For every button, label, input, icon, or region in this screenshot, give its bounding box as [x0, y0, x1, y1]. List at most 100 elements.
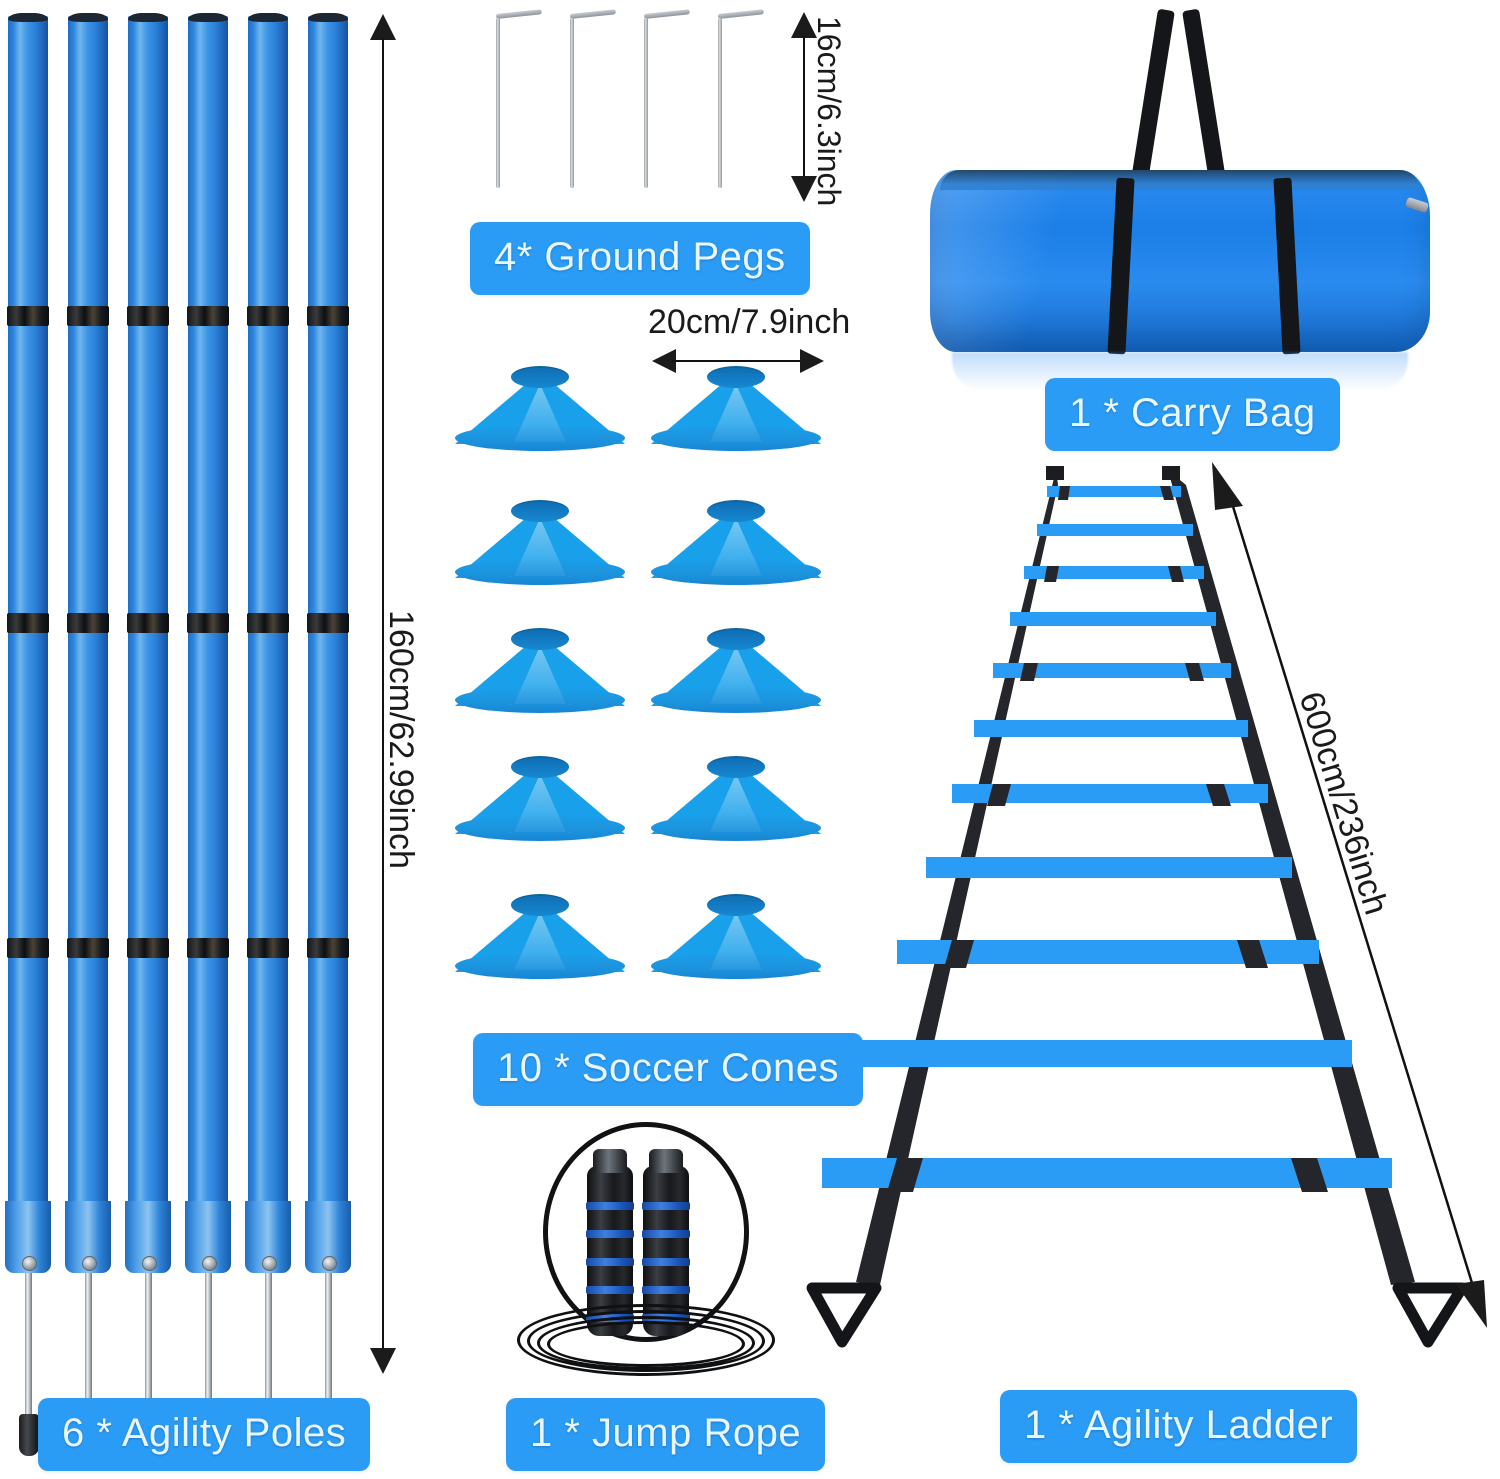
pole-joint-band [187, 938, 229, 958]
pole-joint-band [7, 613, 49, 633]
ladder-rung [993, 663, 1231, 678]
peg-stem [644, 18, 648, 188]
ladder-rail-top-tab [1162, 466, 1180, 480]
ladder-rail-top-tab [1046, 466, 1064, 480]
label-soccer-cones: 10 * Soccer Cones [473, 1033, 864, 1106]
pole-cap-icon [68, 13, 108, 22]
pole-cap-icon [188, 13, 228, 22]
agility-pole [65, 13, 111, 1456]
carry-bag-opening [940, 170, 1420, 190]
jump-rope-coil [527, 1310, 765, 1372]
pole-cap-icon [128, 13, 168, 22]
label-carry-bag: 1 * Carry Bag [1045, 378, 1340, 451]
ladder-d-ring [806, 1282, 882, 1348]
carry-bag-zipper-icon [1404, 196, 1430, 214]
ladder-rung [974, 720, 1248, 737]
pole-spike [145, 1273, 152, 1433]
cone-dimension-label: 20cm/7.9inch [648, 303, 851, 341]
soccer-cone [455, 500, 625, 585]
ladder-rung [822, 1158, 1392, 1188]
pole-joint-band [307, 938, 349, 958]
pole-spike [265, 1273, 272, 1433]
peg-hook [569, 9, 617, 19]
soccer-cone [651, 756, 821, 841]
ladder-rung [952, 784, 1268, 803]
jump-rope-group [505, 1118, 785, 1378]
pole-spike [325, 1273, 332, 1433]
pole-joint-band [127, 306, 169, 326]
jump-rope-swivel-icon [649, 1149, 683, 1173]
peg-hook [717, 9, 765, 19]
pole-joint-band [187, 613, 229, 633]
ladder-rung [1024, 566, 1204, 579]
pole-joint-band [307, 613, 349, 633]
pole-joint-band [67, 938, 109, 958]
soccer-cone [455, 628, 625, 713]
agility-pole [305, 13, 351, 1456]
ground-peg [710, 8, 770, 198]
soccer-cone [455, 894, 625, 979]
soccer-cone [455, 756, 625, 841]
pole-joint-band [127, 938, 169, 958]
carry-bag-group [930, 6, 1430, 390]
pole-joint-band [247, 306, 289, 326]
pole-cap-icon [308, 13, 348, 22]
pole-joint-band [7, 938, 49, 958]
pole-screw-icon [262, 1256, 277, 1271]
ladder-dimension-label: 600cm/236inch [1291, 687, 1396, 920]
pole-screw-icon [322, 1256, 337, 1271]
ground-peg [636, 8, 696, 198]
pole-screw-icon [142, 1256, 157, 1271]
label-jump-rope: 1 * Jump Rope [506, 1398, 826, 1471]
pole-cap-icon [248, 13, 288, 22]
pole-joint-band [67, 613, 109, 633]
soccer-cone [651, 628, 821, 713]
label-ground-pegs: 4* Ground Pegs [470, 222, 810, 295]
agility-pole [5, 13, 51, 1456]
pole-screw-icon [202, 1256, 217, 1271]
pole-joint-band [67, 306, 109, 326]
ground-peg [562, 8, 622, 198]
peg-dimension-label: 16cm/6.3inch [811, 16, 847, 207]
peg-stem [570, 18, 574, 188]
peg-stem [718, 18, 722, 188]
soccer-cone [651, 500, 821, 585]
soccer-cone [651, 894, 821, 979]
pole-joint-band [247, 938, 289, 958]
ladder-rung [862, 1040, 1352, 1067]
jump-rope-coil [537, 1316, 755, 1370]
peg-hook [643, 9, 691, 19]
ladder-rung [1010, 612, 1216, 626]
pole-screw-icon [22, 1256, 37, 1271]
ladder-rung [1047, 486, 1181, 497]
agility-pole [185, 13, 231, 1456]
ladder-d-ring [1392, 1282, 1468, 1348]
agility-pole [245, 13, 291, 1456]
ground-peg [488, 8, 548, 198]
jump-rope-swivel-icon [593, 1149, 627, 1173]
ladder-dimension-arrow [1212, 462, 1487, 1328]
jump-rope-coil [547, 1321, 745, 1367]
soccer-cone [455, 366, 625, 451]
pole-joint-band [307, 306, 349, 326]
jump-rope-coil [517, 1304, 775, 1376]
carry-bag-body [930, 170, 1430, 352]
pole-joint-band [247, 613, 289, 633]
pole-spike [205, 1273, 212, 1433]
ladder-rail-overlay [887, 486, 1328, 1192]
peg-stem [496, 18, 500, 188]
ladder-rung [926, 857, 1292, 878]
agility-pole [125, 13, 171, 1456]
label-agility-ladder: 1 * Agility Ladder [1000, 1390, 1358, 1463]
ladder-rung [897, 940, 1319, 964]
pole-spike-tip [19, 1414, 39, 1456]
pole-joint-band [187, 306, 229, 326]
pole-spike [85, 1273, 92, 1433]
ladder-rungs [822, 486, 1392, 1188]
pole-dimension-label: 160cm/62.99inch [382, 610, 420, 869]
soccer-cone [651, 366, 821, 451]
ladder-rail-left [856, 470, 1058, 1285]
pole-joint-band [127, 613, 169, 633]
label-agility-poles: 6 * Agility Poles [38, 1398, 371, 1471]
pole-cap-icon [8, 13, 48, 22]
